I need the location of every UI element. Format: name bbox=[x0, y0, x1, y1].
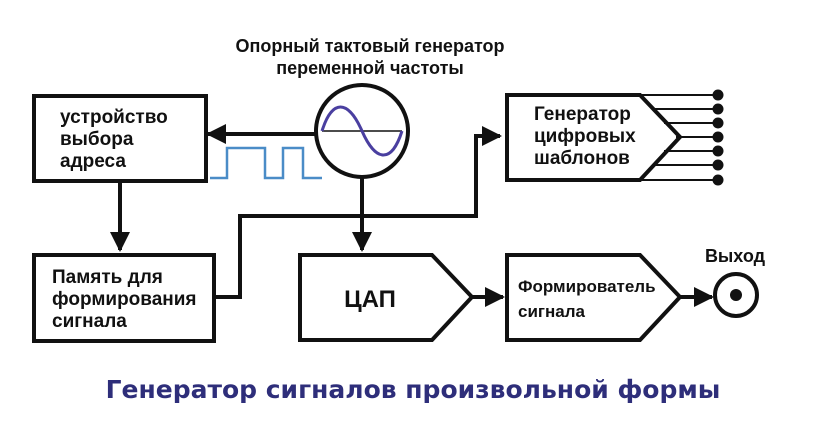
dac-block bbox=[298, 253, 475, 342]
oscillator-title-line1: Опорный тактовый генератор bbox=[235, 36, 504, 56]
line-memory-to-pattern bbox=[214, 126, 502, 299]
shaper-block bbox=[505, 253, 683, 342]
oscillator-title-line2: переменной частоты bbox=[276, 58, 464, 78]
address-unit-line2: выбора bbox=[60, 129, 134, 150]
memory-line1: Память для bbox=[52, 267, 163, 288]
address-unit-line1: устройство bbox=[60, 107, 168, 128]
pattern-gen-line1: Генератор bbox=[534, 104, 631, 125]
shaper-line1: Формирователь bbox=[518, 277, 656, 296]
memory-block bbox=[32, 253, 216, 343]
pattern-gen-line2: цифровых bbox=[534, 126, 636, 147]
oscillator-symbol bbox=[314, 83, 410, 179]
pattern-gen-line3: шаблонов bbox=[534, 148, 630, 169]
shaper-line2: сигнала bbox=[518, 302, 586, 321]
digital-outputs bbox=[639, 89, 724, 186]
diagram-caption: Генератор сигналов произвольной формы bbox=[106, 375, 721, 404]
address-unit-line3: адреса bbox=[60, 151, 126, 172]
sine-wave-icon bbox=[320, 105, 404, 157]
output-jack-icon bbox=[713, 272, 759, 318]
clock-pulse-waveform bbox=[210, 146, 322, 180]
memory-line2: формирования bbox=[52, 289, 197, 310]
dac-label: ЦАП bbox=[344, 286, 396, 313]
output-label: Выход bbox=[705, 246, 766, 266]
memory-line3: сигнала bbox=[52, 311, 127, 332]
